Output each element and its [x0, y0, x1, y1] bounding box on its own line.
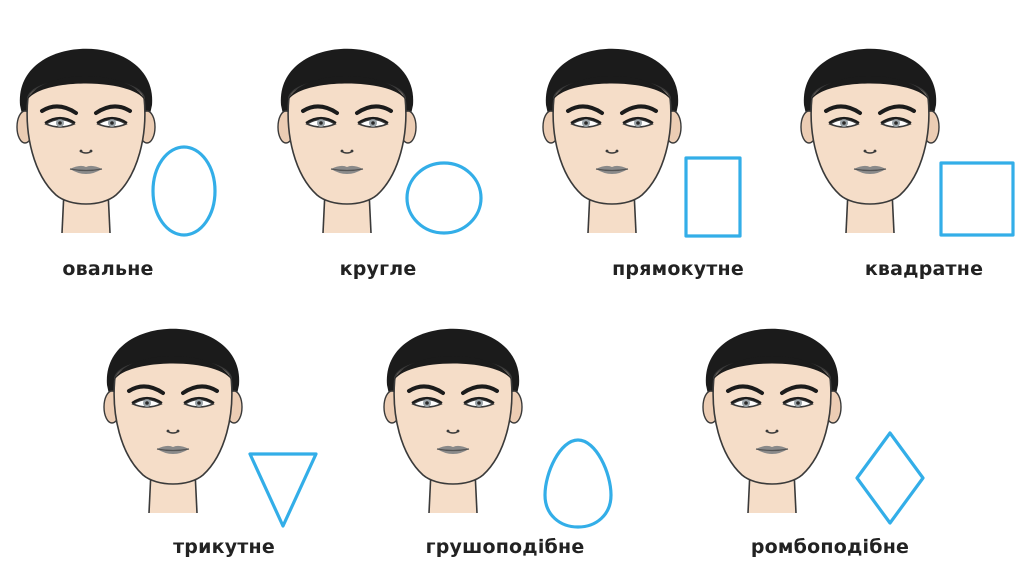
label-rectangular: прямокутне [612, 258, 744, 280]
label-diamond: ромбоподібне [751, 536, 909, 558]
circle-shape-icon [407, 163, 481, 233]
oval-shape-icon [153, 147, 215, 235]
label-square: квадратне [865, 258, 983, 280]
label-pear: грушоподібне [426, 536, 585, 558]
face-pear [384, 329, 522, 513]
pear-shape-icon [545, 440, 611, 527]
face-triangle [104, 329, 242, 513]
diamond-shape-icon [857, 433, 923, 523]
label-triangular: трикутне [173, 536, 275, 558]
face-diamond [703, 329, 841, 513]
square-shape-icon [941, 163, 1013, 235]
label-round: кругле [340, 258, 417, 280]
label-oval: овальне [62, 258, 153, 280]
face-oval [17, 49, 155, 233]
face-rectangle [543, 49, 681, 233]
face-circle [278, 49, 416, 233]
face-square [801, 49, 939, 233]
triangle-shape-icon [250, 454, 316, 526]
rectangle-shape-icon [686, 158, 740, 236]
